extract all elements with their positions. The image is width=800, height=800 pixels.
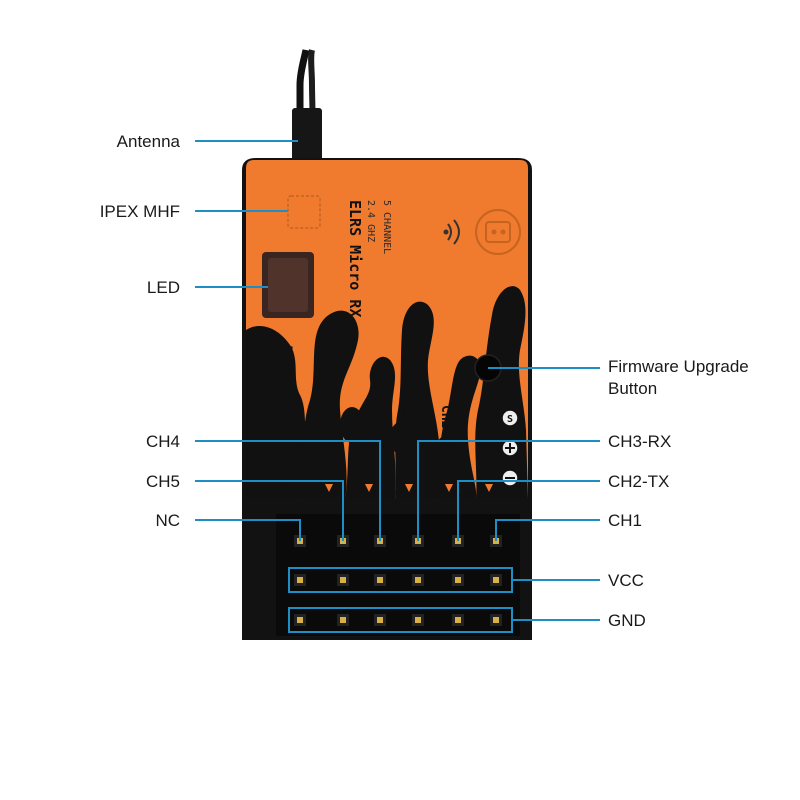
- marking-ch2-tx: CH2-TX: [438, 405, 453, 452]
- pin-contact: [455, 577, 461, 583]
- ipex-connector: [287, 195, 321, 229]
- board-channels: 5 CHANNEL: [381, 200, 392, 254]
- pin-contact: [415, 577, 421, 583]
- callout-labels: Antenna IPEX MHF LED Firmware Upgrade Bu…: [100, 132, 749, 630]
- power-marking: 5V-9V1 NC: [278, 345, 294, 421]
- plus-marking: +: [278, 448, 297, 458]
- callout-lines: [195, 140, 600, 633]
- label-gnd: GND: [608, 611, 646, 630]
- label-ch4: CH4: [146, 432, 180, 451]
- label-firmware-line2: Button: [608, 379, 657, 398]
- pin-contact: [415, 617, 421, 623]
- label-vcc: VCC: [608, 571, 644, 590]
- label-ch1: CH1: [608, 511, 642, 530]
- label-ch3-rx: CH3-RX: [608, 432, 671, 451]
- pin-contact: [377, 577, 383, 583]
- pin-contact: [377, 617, 383, 623]
- board-text: ELRS Micro RX 2.4 GHZ 5 CHANNEL: [346, 200, 392, 317]
- pin-contact: [493, 577, 499, 583]
- marking-ch1: CH1: [478, 438, 493, 462]
- logo-mark: [443, 209, 521, 255]
- polarity-markers: S: [501, 409, 519, 487]
- marking-ch4: CH4: [358, 438, 373, 462]
- label-ch5: CH5: [146, 472, 180, 491]
- label-antenna: Antenna: [117, 132, 181, 151]
- pin-contact: [493, 617, 499, 623]
- pin-header: [276, 514, 520, 636]
- pin-contact: [297, 617, 303, 623]
- label-firmware-line1: Firmware Upgrade: [608, 357, 749, 376]
- label-led: LED: [147, 278, 180, 297]
- s-marker: S: [507, 414, 513, 425]
- channel-arrows: [325, 484, 493, 492]
- led-window: [262, 252, 314, 318]
- marking-ch3-rx: CH3-RX: [398, 405, 413, 452]
- label-ch2-tx: CH2-TX: [608, 472, 669, 491]
- pin-contact: [340, 617, 346, 623]
- label-nc: NC: [155, 511, 180, 530]
- label-ipex: IPEX MHF: [100, 202, 180, 221]
- board-title: ELRS Micro RX: [346, 200, 364, 317]
- pin-contact: [297, 577, 303, 583]
- marking-ch5: CH5: [318, 438, 333, 461]
- board-frequency: 2.4 GHZ: [365, 200, 376, 242]
- pin-contact: [455, 617, 461, 623]
- pin-contact: [340, 577, 346, 583]
- antenna-cable: [292, 49, 322, 164]
